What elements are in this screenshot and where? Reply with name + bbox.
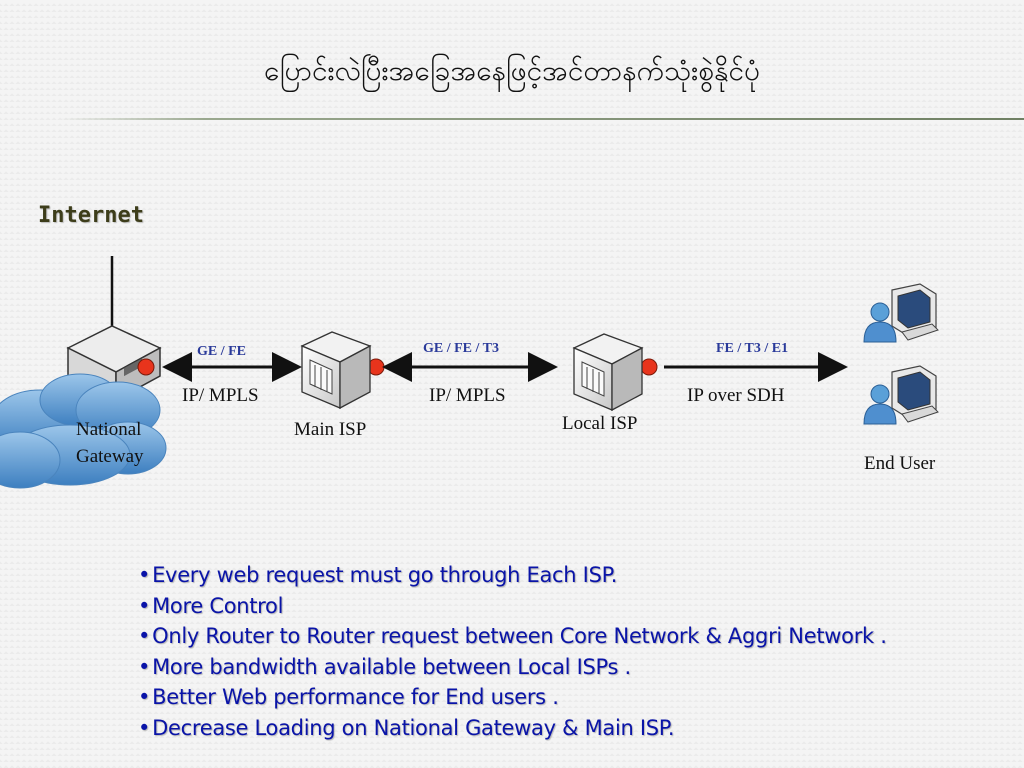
local-isp-label: Local ISP [562, 413, 638, 434]
bullet-item: •More Control [138, 593, 284, 618]
link-protocol-label: IP/ MPLS [429, 385, 506, 406]
link-protocol-label: IP/ MPLS [182, 385, 259, 406]
bullet-item: •Every web request must go through Each … [138, 563, 618, 587]
link-speed-label: FE / T3 / E1 [716, 341, 789, 356]
title-divider [60, 118, 1024, 120]
workstation-icon [863, 365, 939, 425]
bullet-marker: • [138, 685, 151, 709]
bullet-item: •Only Router to Router request between C… [138, 624, 887, 648]
status-dot [640, 358, 658, 376]
end-user-label: End User [864, 453, 936, 474]
bullet-marker: • [138, 654, 151, 679]
link-speed-label: GE / FE / T3 [423, 341, 499, 356]
workstation-icon [863, 283, 939, 343]
cloud-icon [0, 373, 167, 489]
link-speed-label: GE / FE [197, 344, 247, 359]
bullet-list: •Every web request must go through Each … [138, 560, 887, 743]
national-gateway-label-line2: Gateway [76, 446, 144, 467]
bullet-marker: • [138, 563, 151, 587]
bullet-item: •Decrease Loading on National Gateway & … [138, 715, 675, 740]
link-protocol-label: IP over SDH [687, 385, 785, 406]
bullet-marker: • [138, 715, 151, 740]
slide-title: ပြောင်းလဲပြီးအခြေအနေဖြင့်အင်တာနက်သုံးစွဲ… [264, 54, 760, 87]
bullet-item: •More bandwidth available between Local … [138, 654, 631, 679]
bullet-marker: • [138, 624, 151, 648]
server-icon [572, 333, 644, 412]
national-gateway-label-line1: National [76, 419, 142, 440]
status-dot [137, 358, 155, 376]
server-icon [300, 331, 372, 410]
bullet-marker: • [138, 593, 151, 618]
main-isp-label: Main ISP [294, 419, 367, 440]
internet-label: Internet [38, 203, 144, 228]
bullet-item: •Better Web performance for End users . [138, 685, 559, 709]
